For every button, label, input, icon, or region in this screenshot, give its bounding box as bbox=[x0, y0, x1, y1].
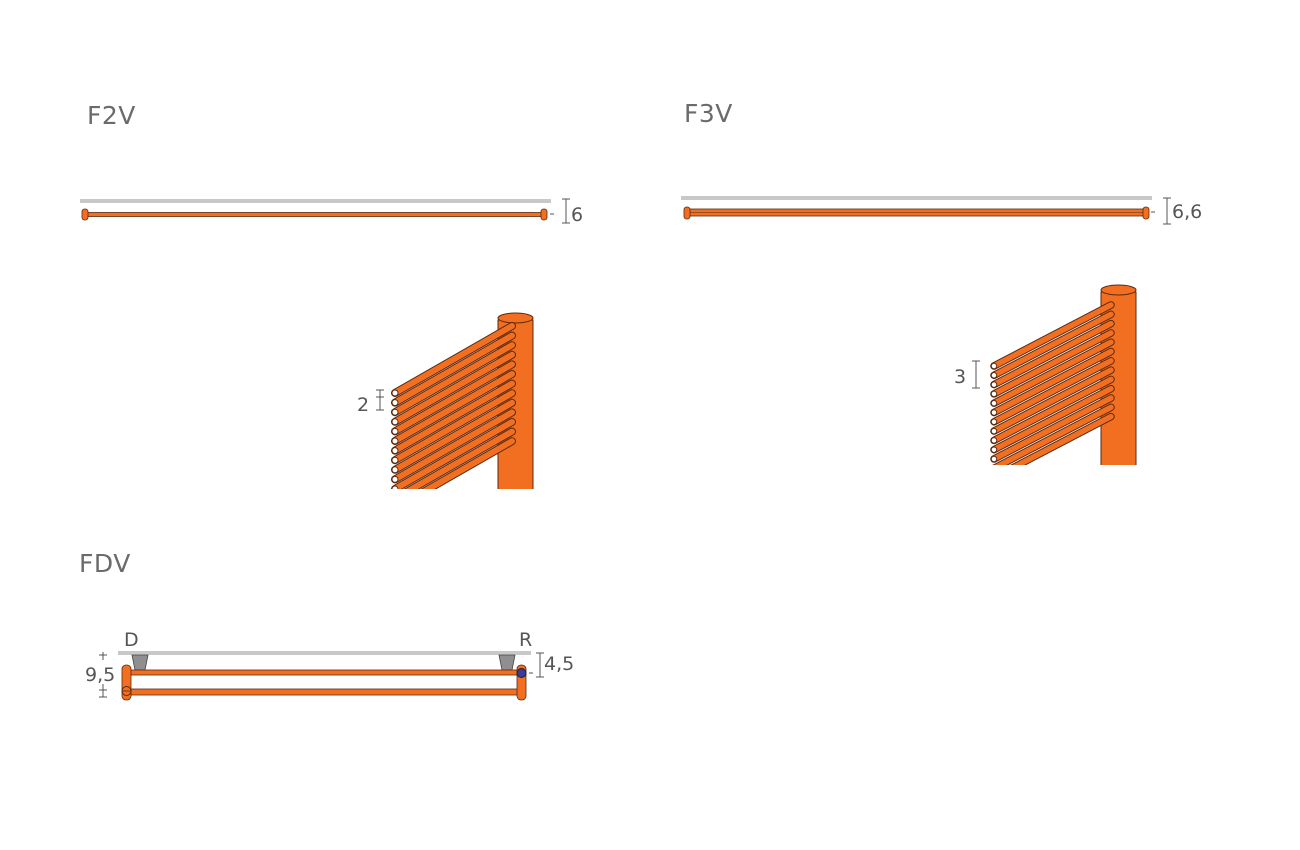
tube bbox=[1012, 413, 1114, 465]
tube-end bbox=[990, 418, 998, 426]
tube-end bbox=[990, 390, 998, 398]
tube bbox=[392, 332, 515, 406]
tube bbox=[991, 339, 1114, 406]
fdv-depth-label: 4,5 bbox=[544, 653, 574, 675]
tube bbox=[392, 323, 515, 396]
tube-end bbox=[391, 437, 399, 445]
f3v-perspective-view: 3 bbox=[954, 284, 1137, 481]
f2v-depth-dimension bbox=[550, 198, 570, 224]
tube bbox=[991, 330, 1114, 397]
f3v-spacing-dimension bbox=[972, 360, 980, 389]
tube bbox=[991, 302, 1114, 369]
f2v-pipe bbox=[83, 212, 547, 217]
f3v-depth-label: 6,6 bbox=[1172, 201, 1202, 223]
fdv-pipe-lower bbox=[127, 688, 523, 696]
f3v-top-view: 6,6 bbox=[681, 196, 1202, 225]
tube-end bbox=[990, 399, 998, 407]
tube-end bbox=[392, 505, 398, 511]
tube-end bbox=[391, 466, 399, 474]
tube-end bbox=[392, 496, 398, 502]
tube-end bbox=[990, 446, 998, 453]
tube bbox=[392, 409, 515, 483]
tube-end bbox=[990, 381, 998, 388]
tube bbox=[994, 404, 1114, 465]
f2v-spacing-dimension bbox=[376, 389, 384, 411]
f2v-title: F2V bbox=[87, 101, 136, 130]
tube-end bbox=[391, 447, 399, 455]
f3v-tube-group bbox=[990, 301, 1115, 481]
tube bbox=[405, 428, 515, 489]
fdv-wall bbox=[118, 651, 531, 655]
tube-end bbox=[990, 437, 998, 444]
tube bbox=[392, 342, 515, 416]
tube bbox=[991, 311, 1114, 379]
tube-end bbox=[391, 408, 399, 416]
tube-end bbox=[391, 389, 399, 397]
fdv-bracket-right bbox=[498, 654, 516, 671]
tube bbox=[392, 371, 515, 444]
fdv-height-dimension bbox=[99, 652, 107, 698]
f2v-depth-label: 6 bbox=[571, 204, 583, 226]
f2v-top-view: 6 bbox=[80, 198, 583, 226]
tube-end bbox=[391, 475, 399, 483]
f3v-wall bbox=[681, 196, 1152, 200]
tube-end bbox=[990, 409, 998, 416]
tube bbox=[422, 438, 515, 489]
tube bbox=[991, 348, 1114, 416]
tube bbox=[392, 361, 515, 435]
tube-end bbox=[391, 427, 399, 435]
tube-end bbox=[990, 455, 998, 463]
tube bbox=[392, 380, 515, 454]
tube bbox=[991, 385, 1114, 453]
f2v-spacing-label: 2 bbox=[357, 394, 369, 416]
tube bbox=[392, 399, 515, 473]
tube bbox=[991, 367, 1114, 434]
tube-end bbox=[990, 362, 998, 370]
tube-end bbox=[391, 456, 399, 464]
f3v-depth-dimension bbox=[1151, 197, 1171, 225]
tube bbox=[392, 419, 515, 489]
fdv-title: FDV bbox=[79, 549, 131, 578]
tube bbox=[991, 376, 1114, 444]
tube-end bbox=[991, 466, 997, 472]
fdv-depth-dimension bbox=[529, 652, 544, 678]
fdv-inlet-label: D bbox=[124, 629, 139, 651]
f2v-end-right bbox=[540, 208, 548, 221]
f3v-end-right bbox=[1142, 206, 1150, 220]
tube bbox=[991, 395, 1114, 462]
f2v-wall bbox=[80, 199, 551, 203]
f2v-end-left bbox=[81, 208, 89, 221]
tube bbox=[392, 351, 515, 425]
tube-end bbox=[391, 399, 399, 407]
f3v-end-left bbox=[683, 206, 691, 220]
fdv-pipe-upper bbox=[127, 669, 523, 676]
fdv-height-label: 9,5 bbox=[85, 664, 115, 686]
tube-end bbox=[990, 427, 998, 435]
fdv-bracket-left bbox=[131, 654, 149, 671]
f2v-perspective-view: 2 bbox=[357, 312, 534, 511]
tube-end bbox=[391, 418, 399, 426]
tube-end bbox=[991, 475, 997, 481]
tube bbox=[991, 358, 1114, 425]
fdv-valve-outlet bbox=[516, 668, 527, 678]
fdv-top-view: D R 4,5 9,5 bbox=[85, 629, 574, 701]
tube bbox=[392, 390, 515, 464]
tube-end bbox=[990, 372, 998, 379]
fdv-outlet-label: R bbox=[519, 629, 532, 651]
tube bbox=[991, 320, 1114, 388]
f3v-spacing-label: 3 bbox=[954, 366, 966, 388]
f2v-tube-group bbox=[391, 322, 516, 511]
tube-end bbox=[391, 485, 399, 489]
f3v-title: F3V bbox=[684, 99, 733, 128]
